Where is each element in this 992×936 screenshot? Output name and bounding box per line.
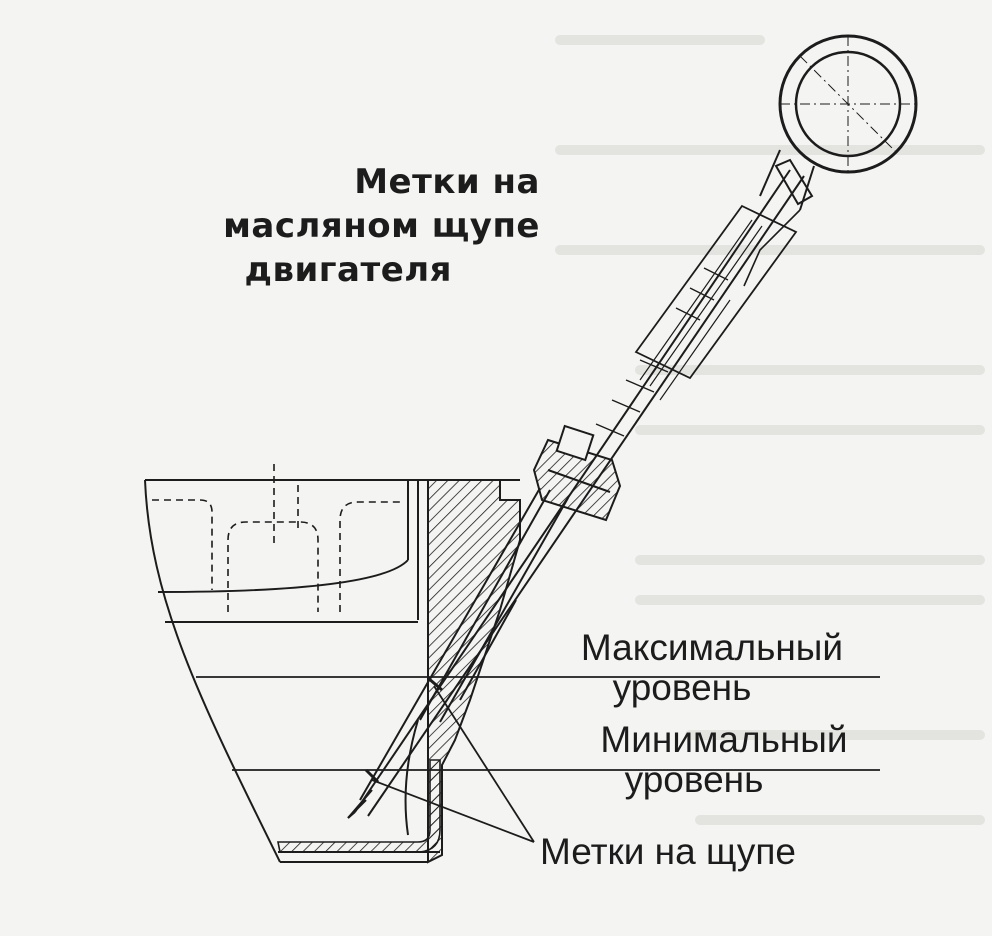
title-line-2: масляном щупе	[223, 206, 540, 246]
internal-dashed-features	[152, 464, 400, 612]
oil-level-lines	[196, 676, 880, 771]
max-level-line-2: уровень	[612, 667, 752, 708]
dipstick-ring-handle	[759, 34, 918, 211]
title-line-3: двигателя	[244, 250, 452, 290]
dipstick-marks-label: Метки на щупе	[540, 831, 796, 872]
min-level-line-1: Минимальный	[600, 719, 848, 760]
dipstick-mark-leaders	[371, 685, 535, 843]
hatched-wall-section	[277, 479, 521, 864]
min-level-label: Минимальный уровень	[544, 720, 904, 800]
dipstick-level-marks	[364, 676, 443, 784]
title-line-1: Метки на	[354, 162, 540, 202]
max-level-label: Максимальный уровень	[532, 628, 892, 708]
guide-tube	[359, 487, 569, 836]
dipstick-rod	[354, 169, 805, 817]
max-level-line-1: Максимальный	[580, 627, 844, 668]
dipstick-tip	[347, 789, 373, 819]
tube-fitting-nut	[532, 424, 622, 522]
min-level-line-2: уровень	[624, 759, 764, 800]
diagram-title: Метки на масляном щупе двигателя	[190, 160, 540, 292]
